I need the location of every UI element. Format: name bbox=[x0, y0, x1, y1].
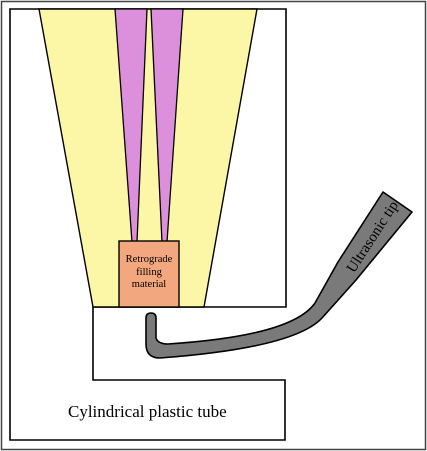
retrograde-filling-label: Retrograde filling material bbox=[125, 254, 173, 290]
tooth-root bbox=[38, 8, 258, 308]
retrograde-filling-block bbox=[118, 240, 180, 308]
ultrasonic-tip bbox=[145, 191, 413, 359]
plastic-tube-label: Cylindrical plastic tube bbox=[68, 402, 227, 421]
